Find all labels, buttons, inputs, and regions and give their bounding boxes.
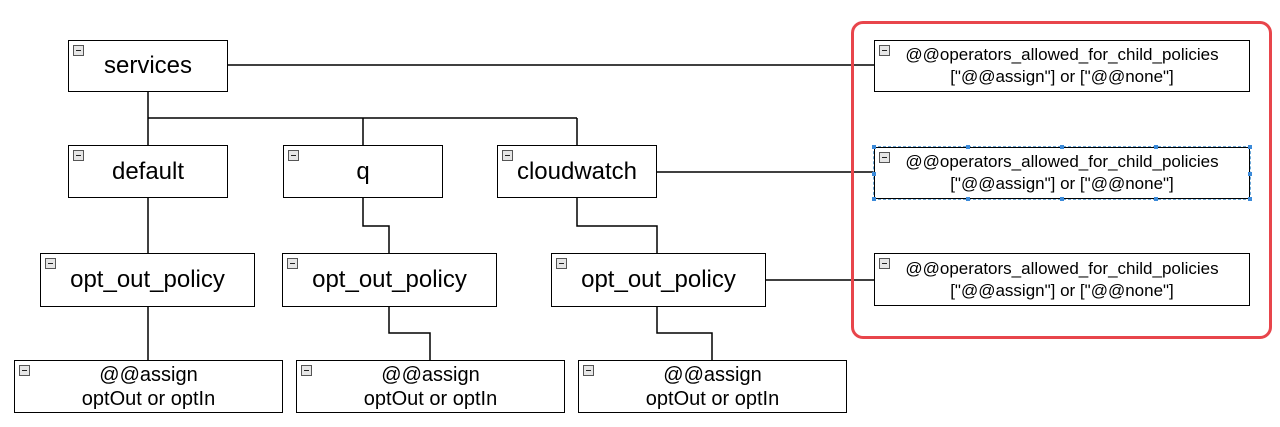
collapse-icon[interactable] <box>288 150 299 161</box>
connector-cloudwatch-assign <box>656 307 713 360</box>
assign-keyword: @@assign <box>99 363 198 386</box>
operators-keyword: @@operators_allowed_for_child_policies <box>905 152 1219 171</box>
assign-values: optOut or optIn <box>645 387 780 410</box>
operators-keyword: @@operators_allowed_for_child_policies <box>905 258 1219 278</box>
selection-handle[interactable] <box>1248 197 1252 201</box>
node-services[interactable]: services <box>68 40 228 92</box>
selection-handle[interactable] <box>872 197 876 201</box>
node-label: cloudwatch <box>516 157 638 185</box>
node-cloudwatch[interactable]: cloudwatch <box>497 145 657 198</box>
selection-handle[interactable] <box>1154 145 1158 149</box>
operators-box-policy[interactable]: @@operators_allowed_for_child_policies [… <box>874 253 1250 306</box>
collapse-icon[interactable] <box>287 258 298 269</box>
collapse-icon[interactable] <box>879 258 890 269</box>
selection-handle[interactable] <box>1060 197 1064 201</box>
selection-handle[interactable] <box>966 197 970 201</box>
node-label: opt_out_policy <box>312 266 467 293</box>
node-assign-cloudwatch[interactable]: @@assign optOut or optIn <box>578 360 847 413</box>
node-assign-default[interactable]: @@assign optOut or optIn <box>14 360 283 413</box>
assign-values: optOut or optIn <box>363 387 498 410</box>
node-label: opt_out_policy <box>581 266 736 293</box>
node-opt-out-policy-cloudwatch[interactable]: opt_out_policy <box>551 253 766 307</box>
selection-handle[interactable] <box>872 172 876 176</box>
collapse-icon[interactable] <box>19 365 30 376</box>
node-label: default <box>111 157 185 185</box>
node-assign-q[interactable]: @@assign optOut or optIn <box>296 360 565 413</box>
node-opt-out-policy-default[interactable]: opt_out_policy <box>40 253 255 307</box>
assign-keyword: @@assign <box>663 363 762 386</box>
selection-handle[interactable] <box>1154 197 1158 201</box>
connector-cloudwatch-policy <box>576 198 658 253</box>
operators-box-cloudwatch[interactable]: @@operators_allowed_for_child_policies [… <box>872 145 1252 201</box>
collapse-icon[interactable] <box>556 258 567 269</box>
node-label: q <box>356 157 370 185</box>
highlight-frame <box>851 21 1272 339</box>
selection-handle[interactable] <box>1248 145 1252 149</box>
collapse-icon[interactable] <box>879 45 890 56</box>
collapse-icon[interactable] <box>879 152 890 163</box>
operators-values: ["@@assign"] or ["@@none"] <box>950 67 1174 86</box>
operators-values: ["@@assign"] or ["@@none"] <box>950 174 1174 193</box>
operators-values: ["@@assign"] or ["@@none"] <box>950 280 1174 300</box>
assign-values: optOut or optIn <box>81 387 216 410</box>
collapse-icon[interactable] <box>73 150 84 161</box>
node-opt-out-policy-q[interactable]: opt_out_policy <box>282 253 497 307</box>
collapse-icon[interactable] <box>73 45 84 56</box>
connector-q-policy <box>362 198 390 253</box>
node-label: services <box>103 52 193 79</box>
node-q[interactable]: q <box>283 145 443 198</box>
assign-keyword: @@assign <box>381 363 480 386</box>
selection-handle[interactable] <box>872 145 876 149</box>
collapse-icon[interactable] <box>301 365 312 376</box>
operators-keyword: @@operators_allowed_for_child_policies <box>905 45 1219 64</box>
node-default[interactable]: default <box>68 145 228 198</box>
connector-q-assign <box>388 307 431 360</box>
selection-handle[interactable] <box>1060 145 1064 149</box>
selection-handle[interactable] <box>966 145 970 149</box>
collapse-icon[interactable] <box>502 150 513 161</box>
selection-handle[interactable] <box>1248 172 1252 176</box>
collapse-icon[interactable] <box>45 258 56 269</box>
collapse-icon[interactable] <box>583 365 594 376</box>
node-label: opt_out_policy <box>70 266 225 293</box>
operators-box-services[interactable]: @@operators_allowed_for_child_policies [… <box>874 40 1250 92</box>
